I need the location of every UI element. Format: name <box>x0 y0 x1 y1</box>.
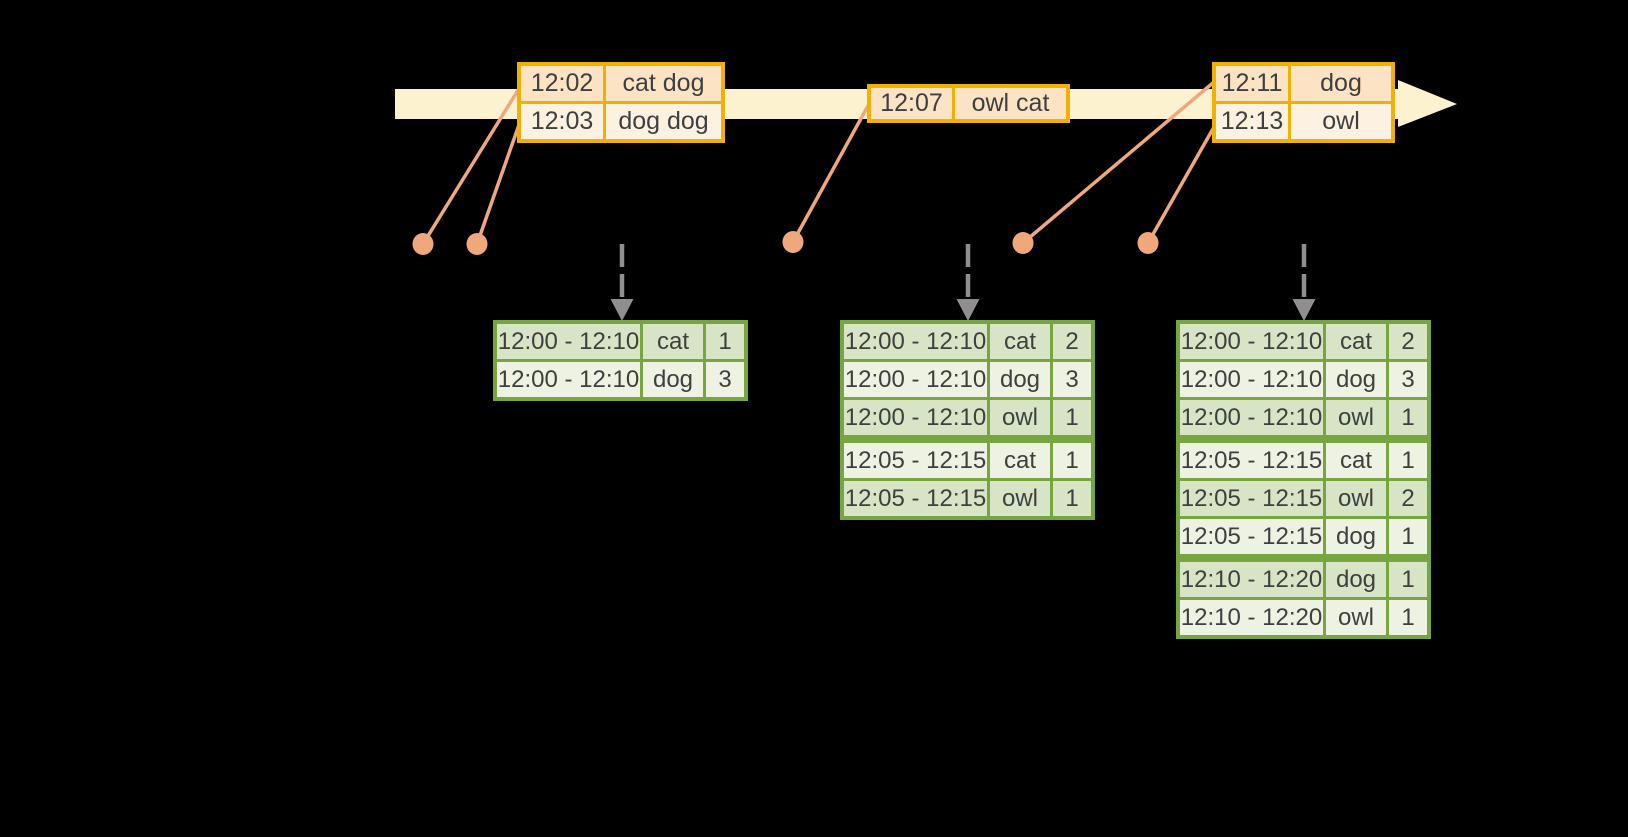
count-cell: 2 <box>1050 324 1091 359</box>
count-cell: 1 <box>1050 443 1091 478</box>
window-cell: 12:05 - 12:15 <box>844 443 987 478</box>
word-cell: owl <box>1323 600 1386 635</box>
word-cell: cat <box>640 324 703 359</box>
event-row: 12:03 dog dog <box>521 101 721 139</box>
count-cell: 2 <box>1386 324 1427 359</box>
count-cell: 1 <box>1050 481 1091 516</box>
window-cell: 12:00 - 12:10 <box>497 362 640 397</box>
window-cell: 12:00 - 12:10 <box>497 324 640 359</box>
word-cell: cat <box>987 324 1050 359</box>
event-time-cell: 12:03 <box>521 104 603 139</box>
event-time-cell: 12:02 <box>521 66 603 101</box>
event-table-3: 12:11 dog 12:13 owl <box>1212 62 1395 143</box>
event-time-dot <box>412 233 434 255</box>
count-cell: 3 <box>1386 362 1427 397</box>
result-row: 12:10 - 12:20 owl 1 <box>1180 597 1427 635</box>
window-cell: 12:05 - 12:15 <box>844 481 987 516</box>
word-cell: cat <box>1323 443 1386 478</box>
event-words-cell: owl cat <box>952 88 1066 119</box>
word-cell: cat <box>987 443 1050 478</box>
window-cell: 12:05 - 12:15 <box>1180 481 1323 516</box>
timeline-arrow-head <box>1398 80 1457 127</box>
event-connector-line <box>421 86 522 245</box>
event-row: 12:02 cat dog <box>521 66 721 101</box>
result-row: 12:00 - 12:10 owl 1 <box>1180 397 1427 435</box>
event-words-cell: owl <box>1288 104 1391 139</box>
event-words-cell: cat dog <box>603 66 721 101</box>
event-time-dot <box>466 233 488 255</box>
word-cell: owl <box>1323 481 1386 516</box>
event-row: 12:13 owl <box>1216 101 1391 139</box>
count-cell: 3 <box>703 362 744 397</box>
result-table-1: 12:00 - 12:10 cat 1 12:00 - 12:10 dog 3 <box>493 320 748 401</box>
count-cell: 1 <box>1386 443 1427 478</box>
trigger-arrow-head <box>610 299 634 321</box>
result-row: 12:00 - 12:10 dog 3 <box>1180 359 1427 397</box>
event-table-1: 12:02 cat dog 12:03 dog dog <box>517 62 725 143</box>
count-cell: 1 <box>1386 562 1427 597</box>
event-connector-line <box>791 103 871 243</box>
result-row: 12:00 - 12:10 cat 2 <box>1180 324 1427 359</box>
event-time-cell: 12:13 <box>1216 104 1288 139</box>
result-row: 12:00 - 12:10 cat 2 <box>844 324 1091 359</box>
word-cell: owl <box>987 481 1050 516</box>
word-cell: dog <box>987 362 1050 397</box>
trigger-arrow-head <box>956 299 980 321</box>
result-row: 12:05 - 12:15 dog 1 <box>1180 516 1427 554</box>
word-cell: cat <box>1323 324 1386 359</box>
word-cell: owl <box>1323 400 1386 435</box>
event-time-dot <box>1137 232 1159 254</box>
count-cell: 1 <box>1386 600 1427 635</box>
window-cell: 12:05 - 12:15 <box>1180 519 1323 554</box>
trigger-arrow-head <box>1292 299 1316 321</box>
result-table-3: 12:00 - 12:10 cat 2 12:00 - 12:10 dog 3 … <box>1176 320 1431 639</box>
window-cell: 12:00 - 12:10 <box>1180 400 1323 435</box>
word-cell: owl <box>987 400 1050 435</box>
word-cell: dog <box>1323 519 1386 554</box>
word-cell: dog <box>1323 562 1386 597</box>
event-connector-line <box>475 121 522 245</box>
result-row: 12:05 - 12:15 owl 2 <box>1180 478 1427 516</box>
event-row: 12:07 owl cat <box>871 88 1066 119</box>
event-table-2: 12:07 owl cat <box>867 84 1070 123</box>
word-cell: dog <box>640 362 703 397</box>
count-cell: 1 <box>703 324 744 359</box>
event-row: 12:11 dog <box>1216 66 1391 101</box>
result-row: 12:00 - 12:10 owl 1 <box>844 397 1091 435</box>
count-cell: 1 <box>1386 400 1427 435</box>
result-table-2: 12:00 - 12:10 cat 2 12:00 - 12:10 dog 3 … <box>840 320 1095 520</box>
result-row: 12:00 - 12:10 dog 3 <box>497 359 744 397</box>
result-row: 12:00 - 12:10 cat 1 <box>497 324 744 359</box>
count-cell: 3 <box>1050 362 1091 397</box>
event-time-dot <box>1012 232 1034 254</box>
result-row: 12:05 - 12:15 cat 1 <box>1180 435 1427 478</box>
window-cell: 12:00 - 12:10 <box>844 400 987 435</box>
window-cell: 12:10 - 12:20 <box>1180 562 1323 597</box>
event-connector-line <box>1146 126 1216 244</box>
count-cell: 2 <box>1386 481 1427 516</box>
window-cell: 12:00 - 12:10 <box>1180 324 1323 359</box>
event-words-cell: dog dog <box>603 104 721 139</box>
count-cell: 1 <box>1050 400 1091 435</box>
count-cell: 1 <box>1386 519 1427 554</box>
event-words-cell: dog <box>1288 66 1391 101</box>
result-row: 12:05 - 12:15 cat 1 <box>844 435 1091 478</box>
event-connector-line <box>1021 80 1216 245</box>
event-time-cell: 12:07 <box>871 88 952 119</box>
result-row: 12:00 - 12:10 dog 3 <box>844 359 1091 397</box>
window-cell: 12:10 - 12:20 <box>1180 600 1323 635</box>
window-cell: 12:05 - 12:15 <box>1180 443 1323 478</box>
window-cell: 12:00 - 12:10 <box>1180 362 1323 397</box>
window-cell: 12:00 - 12:10 <box>844 362 987 397</box>
window-cell: 12:00 - 12:10 <box>844 324 987 359</box>
result-row: 12:10 - 12:20 dog 1 <box>1180 554 1427 597</box>
event-time-cell: 12:11 <box>1216 66 1288 101</box>
event-time-dot <box>782 231 804 253</box>
result-row: 12:05 - 12:15 owl 1 <box>844 478 1091 516</box>
word-cell: dog <box>1323 362 1386 397</box>
